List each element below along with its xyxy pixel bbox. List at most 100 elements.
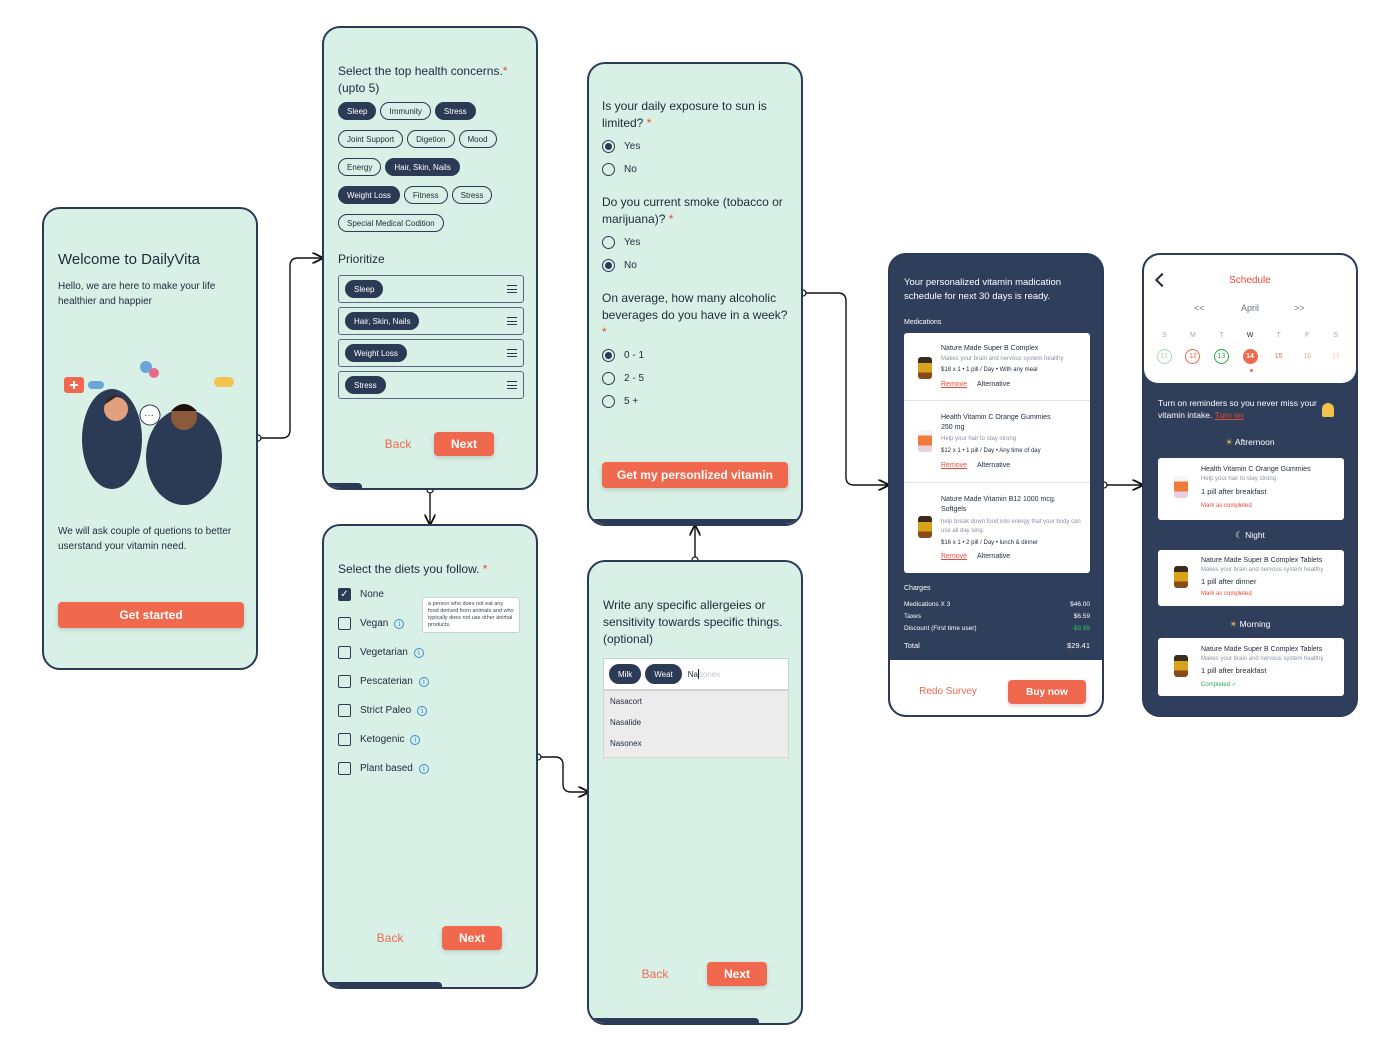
radio-option-5-plus[interactable]: 5 +: [602, 390, 644, 413]
radio-icon[interactable]: [602, 236, 615, 249]
calendar-day[interactable]: 17: [1331, 353, 1340, 360]
radio-selected-icon[interactable]: [602, 259, 615, 272]
drag-handle-icon[interactable]: [507, 349, 517, 357]
completed-status: Completed ✓: [1201, 682, 1237, 688]
calendar-day[interactable]: 11: [1156, 349, 1172, 364]
checkbox-icon[interactable]: [338, 646, 351, 659]
prev-month-button[interactable]: <<: [1194, 303, 1205, 313]
radio-option-2-5[interactable]: 2 - 5: [602, 367, 644, 390]
redo-survey-button[interactable]: Redo Survey: [919, 685, 977, 697]
info-icon[interactable]: i: [417, 705, 428, 716]
radio-icon[interactable]: [602, 163, 615, 176]
remove-link[interactable]: Remove: [941, 553, 968, 560]
medication-meta: $16 x 1 • 2 pill / Day • lunch & dinner: [941, 540, 1038, 546]
checkbox-icon[interactable]: [338, 617, 351, 630]
allergy-tag-weat[interactable]: Weat: [645, 664, 682, 684]
radio-option-yes[interactable]: Yes: [602, 135, 640, 158]
priority-row[interactable]: Stress: [338, 371, 524, 399]
drag-handle-icon[interactable]: [507, 285, 517, 293]
chip-fitness[interactable]: Fitness: [403, 186, 448, 204]
chip-mood[interactable]: Mood: [458, 130, 497, 148]
radio-option-yes[interactable]: Yes: [602, 231, 640, 254]
get-personalized-vitamin-button[interactable]: Get my personlized vitamin: [602, 462, 788, 488]
next-button[interactable]: Next: [707, 962, 767, 986]
radio-selected-icon[interactable]: [602, 140, 615, 153]
mark-completed-link[interactable]: Mark as completed: [1201, 591, 1252, 597]
medication-desc: Makes your brain and nervous system heal…: [941, 356, 1064, 362]
info-icon[interactable]: i: [418, 763, 429, 774]
alternative-link[interactable]: Alternative: [977, 553, 1011, 560]
allergies-question: Write any specific allergeies or sensiti…: [603, 598, 783, 646]
priority-row[interactable]: Sleep: [338, 275, 524, 303]
next-button[interactable]: Next: [434, 432, 494, 456]
back-button[interactable]: Back: [641, 967, 669, 981]
supplement-bottle-icon: [918, 357, 932, 379]
next-button[interactable]: Next: [442, 926, 502, 950]
remove-link[interactable]: Remove: [941, 462, 968, 469]
checkbox-icon[interactable]: [338, 762, 351, 775]
info-icon[interactable]: i: [394, 618, 405, 629]
bell-icon[interactable]: [1322, 403, 1334, 417]
text-cursor: [697, 669, 699, 679]
charges-label: Charges: [904, 585, 931, 592]
chip-immunity[interactable]: Immunity: [380, 102, 431, 120]
chip-energy[interactable]: Energy: [338, 158, 382, 176]
priority-row[interactable]: Hair, Skin, Nails: [338, 307, 524, 335]
radio-icon[interactable]: [602, 395, 615, 408]
drag-handle-icon[interactable]: [507, 381, 517, 389]
calendar-day[interactable]: 13: [1213, 349, 1229, 364]
calendar-day[interactable]: 15: [1274, 353, 1283, 360]
suggestion-item[interactable]: Nasalide: [610, 718, 642, 727]
info-icon[interactable]: i: [413, 647, 424, 658]
turn-on-link[interactable]: Turn on: [1214, 410, 1244, 420]
result-footer: Redo Survey Buy now: [890, 660, 1102, 715]
drag-handle-icon[interactable]: [507, 317, 517, 325]
chip-joint-support[interactable]: Joint Support: [338, 130, 404, 148]
calendar-day[interactable]: 16: [1303, 353, 1312, 360]
back-button[interactable]: Back: [384, 437, 412, 451]
chip-stress[interactable]: Stress: [434, 102, 476, 120]
checkbox-checked-icon[interactable]: ✓: [338, 588, 351, 601]
suggestion-item[interactable]: Nasacort: [610, 697, 643, 706]
radio-option-no[interactable]: No: [602, 158, 640, 181]
radio-icon[interactable]: [602, 372, 615, 385]
radio-option-0-1[interactable]: 0 - 1: [602, 344, 644, 367]
checkbox-icon[interactable]: [338, 704, 351, 717]
checkbox-icon[interactable]: [338, 675, 351, 688]
chip-stress-2[interactable]: Stress: [451, 186, 493, 204]
next-month-button[interactable]: >>: [1294, 303, 1305, 313]
alternative-link[interactable]: Alternative: [977, 381, 1011, 388]
medication-card: Health Vitamin C Orange Gummies 250 mg H…: [904, 402, 1090, 483]
info-icon[interactable]: i: [418, 676, 429, 687]
mark-completed-link[interactable]: Mark as completed: [1201, 503, 1252, 509]
allergy-tag-milk[interactable]: Milk: [609, 664, 642, 684]
chip-special-medical[interactable]: Special Medical Codition: [338, 214, 444, 232]
chip-sleep[interactable]: Sleep: [338, 102, 377, 120]
info-icon[interactable]: i: [410, 734, 421, 745]
checkbox-icon[interactable]: [338, 733, 351, 746]
lifestyle-screen: Is your daily exposure to sun is limited…: [587, 62, 803, 526]
radio-option-no[interactable]: No: [602, 254, 640, 277]
chip-weight-loss[interactable]: Weight Loss: [338, 186, 400, 204]
chip-digetion[interactable]: Digetion: [407, 130, 455, 148]
chip-hair-skin-nails[interactable]: Hair, Skin, Nails: [385, 158, 460, 176]
medication-desc: help break down food into energy that yo…: [941, 519, 1081, 534]
remove-link[interactable]: Remove: [941, 381, 968, 388]
calendar-day-today[interactable]: 14: [1242, 349, 1258, 364]
alternative-link[interactable]: Alternative: [977, 462, 1011, 469]
back-button[interactable]: Back: [376, 931, 404, 945]
diet-option-none[interactable]: ✓None: [338, 580, 528, 609]
radio-selected-icon[interactable]: [602, 349, 615, 362]
get-started-button[interactable]: Get started: [58, 602, 244, 628]
priority-row[interactable]: Weight Loss: [338, 339, 524, 367]
buy-now-button[interactable]: Buy now: [1008, 680, 1086, 704]
suggestion-item[interactable]: Nasonex: [610, 739, 642, 748]
calendar-day[interactable]: 12: [1185, 349, 1201, 364]
